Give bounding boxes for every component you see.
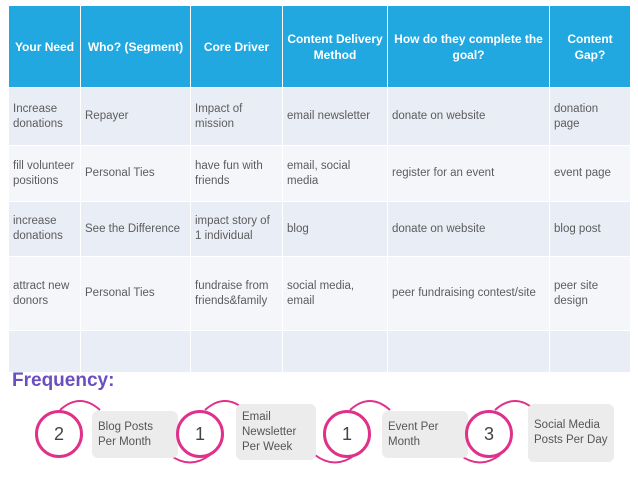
- cell-gap: [549, 330, 631, 373]
- cell-segment: See the Difference: [80, 201, 191, 257]
- table-row: increase donations See the Difference im…: [8, 201, 631, 257]
- cell-need: fill volunteer positions: [8, 145, 81, 202]
- frequency-label-pill: Social Media Posts Per Day: [528, 404, 614, 462]
- cell-method: social media, email: [282, 256, 388, 331]
- cell-segment: Repayer: [80, 87, 191, 146]
- cell-method: email, social media: [282, 145, 388, 202]
- cell-driver: Impact of mission: [190, 87, 283, 146]
- cell-method: [282, 330, 388, 373]
- header-content-gap: Content Gap?: [549, 5, 631, 88]
- cell-goal: peer fundraising contest/site: [387, 256, 550, 331]
- table-row-empty: [8, 330, 631, 373]
- table-row: attract new donors Personal Ties fundrai…: [8, 256, 631, 331]
- cell-driver: fundraise from friends&family: [190, 256, 283, 331]
- frequency-label-pill: Blog Posts Per Month: [92, 411, 178, 458]
- header-complete-goal: How do they complete the goal?: [387, 5, 550, 88]
- frequency-title: Frequency:: [12, 370, 115, 391]
- cell-gap: donation page: [549, 87, 631, 146]
- cell-need: increase donations: [8, 201, 81, 257]
- frequency-label-pill: Event Per Month: [382, 411, 468, 458]
- cell-driver: have fun with friends: [190, 145, 283, 202]
- frequency-count-circle: 1: [176, 410, 224, 458]
- cell-goal: register for an event: [387, 145, 550, 202]
- cell-need: attract new donors: [8, 256, 81, 331]
- header-your-need: Your Need: [8, 5, 81, 88]
- cell-segment: Personal Ties: [80, 256, 191, 331]
- cell-goal: donate on website: [387, 87, 550, 146]
- frequency-label-pill: Email Newsletter Per Week: [236, 404, 316, 460]
- content-strategy-table: Your Need Who? (Segment) Core Driver Con…: [8, 5, 631, 373]
- cell-goal: donate on website: [387, 201, 550, 257]
- cell-method: email newsletter: [282, 87, 388, 146]
- header-row: Your Need Who? (Segment) Core Driver Con…: [8, 5, 631, 88]
- table-row: fill volunteer positions Personal Ties h…: [8, 145, 631, 202]
- cell-need: [8, 330, 81, 373]
- cell-gap: event page: [549, 145, 631, 202]
- frequency-count-circle: 1: [323, 410, 371, 458]
- frequency-count-circle: 2: [35, 410, 83, 458]
- frequency-count-circle: 3: [465, 410, 513, 458]
- cell-method: blog: [282, 201, 388, 257]
- cell-need: Increase donations: [8, 87, 81, 146]
- cell-gap: blog post: [549, 201, 631, 257]
- cell-driver: impact story of 1 individual: [190, 201, 283, 257]
- cell-gap: peer site design: [549, 256, 631, 331]
- table-row: Increase donations Repayer Impact of mis…: [8, 87, 631, 146]
- cell-goal: [387, 330, 550, 373]
- header-delivery-method: Content Delivery Method: [282, 5, 388, 88]
- cell-segment: [80, 330, 191, 373]
